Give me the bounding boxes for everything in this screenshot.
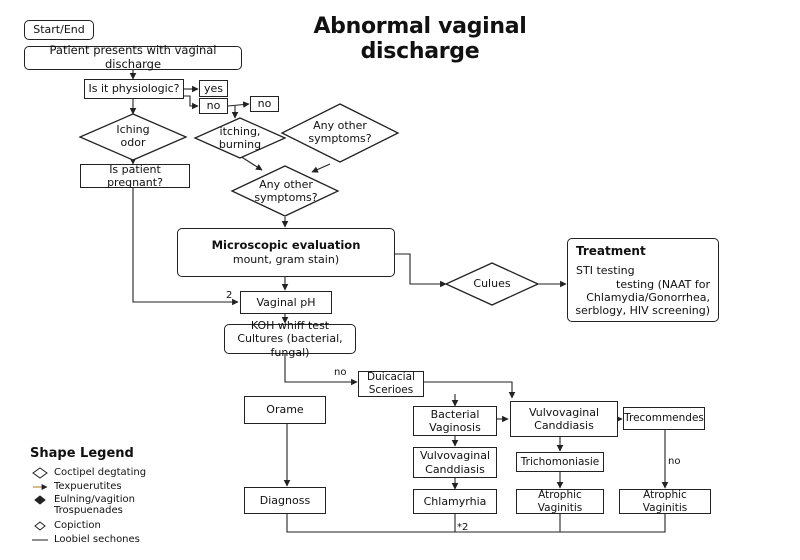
koh-line1: KOH whiff test [250, 319, 330, 333]
vulvovaginal-1-box: Vulvovaginal Canddiasis [510, 401, 618, 437]
edge-itching-anyother2 [239, 155, 263, 171]
trecommendes-box: Trecommendes [623, 407, 705, 430]
diamond-itching-burning [193, 117, 287, 159]
edge-duicacial-split [424, 381, 516, 399]
itching-burning-label: itching, burning [218, 125, 262, 151]
treatment-box: Treatment STI testing testing (NAAT for … [567, 238, 719, 322]
is-physiologic-box: Is it physiologic? [84, 79, 184, 99]
page-title: Abnormal vaginal discharge [313, 14, 527, 64]
treatment-sti: STI testing [576, 264, 635, 278]
koh-box: KOH whiff test Cultures (bacterial, fung… [224, 319, 356, 359]
edge-label-2-bottom: *2 [457, 522, 469, 533]
no-box-2: no [250, 96, 279, 112]
edge-koh-duicacial [284, 354, 358, 386]
edge-micro-culues [395, 253, 447, 288]
atrophic-1-box: Atrophic Vaginitis [516, 489, 604, 514]
microscopic-sub: mount, gram stain) [232, 252, 340, 266]
is-pregnant-box: Is patient pregnant? [80, 163, 190, 189]
legend-item-0: Coctipel degtating [54, 467, 147, 478]
duicacial-box: Duicacial Scerioes [358, 371, 424, 397]
legend-diamond-filled-icon [34, 495, 46, 505]
legend-item-2: Eulning/vagition Trospuenades [54, 494, 135, 516]
start-end-box: Start/End [24, 20, 94, 40]
treatment-title: Treatment [576, 244, 646, 258]
any-other-1-label: Any other symptoms? [308, 119, 372, 145]
vaginal-ph-box: Vaginal pH [240, 291, 332, 314]
edge-pregnant-ph [132, 188, 239, 306]
legend-title: Shape Legend [30, 446, 134, 461]
vulvovaginal-2-box: Vulvovaginal Canddiasis [413, 447, 497, 478]
atrophic-2-box: Atrophic Vaginitis [619, 489, 711, 514]
trichomoniasie-box: Trichomoniasie [516, 452, 604, 472]
any-other-2-label: Any other symptoms? [254, 178, 318, 204]
legend-item-1: Texpuerutites [54, 481, 122, 492]
chlamyrhia-box: Chlamyrhia [413, 489, 497, 514]
bacterial-vaginosis-box: Bacterial Vaginosis [413, 406, 497, 436]
microscopic-title: Microscopic evaluation [211, 238, 361, 252]
microscopic-box: Microscopic evaluation mount, gram stain… [177, 228, 395, 277]
no-box-1: no [199, 98, 228, 114]
legend-item-4: Loobiel sechones [54, 534, 140, 545]
culues-label: Culues [473, 276, 511, 290]
treatment-detail: testing (NAAT for Chlamydia/Gonorrhea, s… [575, 277, 710, 317]
koh-line2: Cultures (bacterial, fungal) [237, 332, 343, 359]
diamond-any-other-2 [230, 165, 340, 217]
edge-anyother1-anyother2 [311, 163, 331, 173]
edge-label-2: 2 [226, 290, 233, 301]
patient-presents-box: Patient presents with vaginal discharge [24, 43, 242, 71]
orame-box: Orame [244, 396, 326, 424]
legend-item-3: Copiction [54, 520, 101, 531]
iching-odor-label: Iching odor [116, 123, 150, 149]
edge-bottom-bus [286, 514, 666, 533]
edge-physiologic-no [184, 95, 199, 110]
diagnoss-box: Diagnoss [244, 487, 326, 514]
edge-label-no-koh: no [334, 367, 347, 378]
diamond-iching-odor [78, 113, 188, 161]
legend-diamond-small-icon [34, 521, 46, 531]
legend-diamond-outline-icon [32, 467, 48, 479]
edge-label-no-right: no [668, 456, 681, 467]
yes-box: yes [199, 80, 228, 97]
diamond-culues [444, 262, 540, 306]
edge-no-no [227, 101, 250, 108]
diamond-any-other-1 [280, 103, 400, 163]
